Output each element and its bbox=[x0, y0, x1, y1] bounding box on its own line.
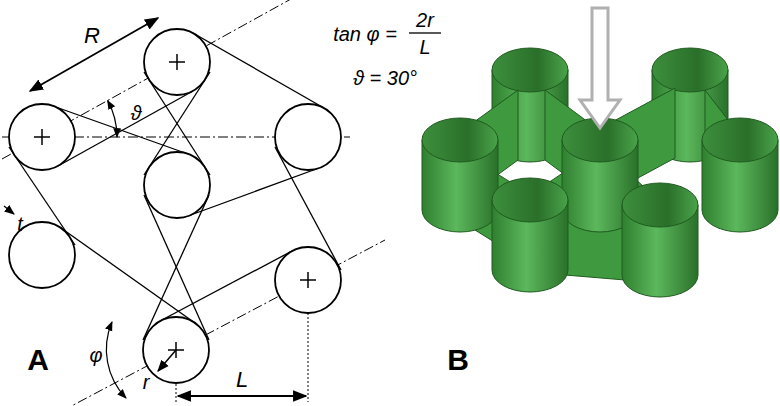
formula-denominator: L bbox=[419, 37, 430, 57]
fraction-bar bbox=[409, 32, 441, 33]
dimension-arrow bbox=[178, 395, 306, 397]
cylinder-3d bbox=[492, 178, 698, 297]
axis-line bbox=[2, 0, 385, 406]
radius-arrow bbox=[158, 350, 176, 371]
angle-arc bbox=[108, 101, 117, 137]
radius-label: r bbox=[143, 372, 150, 392]
formula-text: tan φ = bbox=[333, 24, 397, 44]
angle-arc bbox=[106, 322, 126, 398]
panel-letter: A bbox=[27, 345, 49, 375]
extension-line bbox=[176, 313, 308, 402]
dimension-label: L bbox=[236, 369, 248, 391]
angle-label: ϑ bbox=[131, 103, 142, 123]
dimension-arrow bbox=[30, 18, 158, 91]
cylinder-circle bbox=[9, 29, 341, 383]
panel-letter: B bbox=[447, 345, 469, 375]
thickness-arrow bbox=[4, 206, 14, 214]
centre-mark bbox=[34, 54, 316, 358]
angle-label: φ bbox=[89, 345, 102, 365]
load-arrow bbox=[580, 8, 620, 128]
thickness-label: t bbox=[17, 214, 23, 234]
angle-value: ϑ = 30° bbox=[353, 68, 417, 88]
dimension-label: R bbox=[84, 25, 100, 47]
cylinder-3d bbox=[422, 118, 778, 232]
formula-numerator: 2r bbox=[416, 10, 434, 30]
